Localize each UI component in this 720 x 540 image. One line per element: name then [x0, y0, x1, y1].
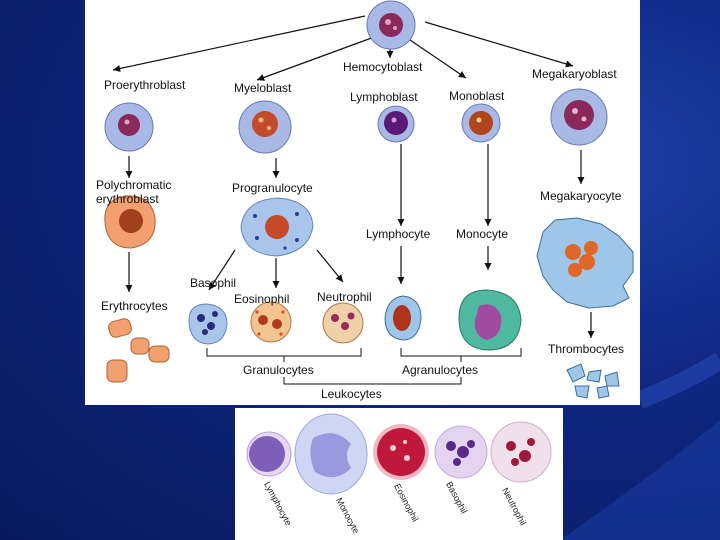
brackets [206, 348, 522, 385]
monocyte-cell [458, 289, 522, 351]
label-thrombocytes: Thrombocytes [548, 342, 625, 356]
megakaryoblast-cell [550, 88, 608, 146]
proerythroblast-cell [104, 102, 154, 152]
label-hemocytoblast: Hemocytoblast [343, 60, 423, 74]
label-agranulocytes: Agranulocytes [402, 363, 479, 377]
label-erythroblast: erythroblast [96, 192, 159, 206]
label-myeloblast: Myeloblast [234, 81, 292, 95]
myeloblast-cell [238, 100, 292, 154]
hematopoiesis-diagram: Hemocytoblast Proerythroblast Myeloblast… [85, 0, 640, 405]
label-polychromatic: Polychromatic [96, 178, 172, 192]
basophil-cell [188, 303, 228, 345]
leukocyte-photos [246, 413, 552, 495]
thrombocytes-cells [566, 363, 620, 399]
neutrophil-cell [322, 302, 364, 344]
diagram-graphics [104, 0, 634, 399]
label-monoblast: Monoblast [449, 89, 505, 103]
leukocyte-photo-panel: Lymphocyte Monocyte Eosinophil Basophil … [235, 408, 563, 540]
label-lymphoblast: Lymphoblast [350, 90, 418, 104]
progranulocyte-cell [240, 197, 314, 257]
label-lymphocyte: Lymphocyte [366, 227, 431, 241]
lymphoblast-cell [377, 105, 415, 143]
arrows [112, 15, 595, 338]
hemocytoblast-cell [366, 0, 416, 50]
label-eosinophil: Eosinophil [234, 292, 290, 306]
label-basophil: Basophil [190, 276, 237, 290]
label-erythrocytes: Erythrocytes [101, 299, 168, 313]
photo-monocyte [294, 413, 368, 495]
label-megakaryoblast: Megakaryoblast [532, 67, 617, 81]
label-proerythroblast: Proerythroblast [104, 78, 186, 92]
photo-basophil [434, 425, 488, 479]
megakaryocyte-cell [536, 217, 634, 309]
label-megakaryocyte: Megakaryocyte [540, 189, 622, 203]
erythrocytes-cells [106, 318, 170, 383]
eosinophil-cell [250, 301, 292, 343]
photo-neutrophil [490, 421, 552, 483]
photo-eosinophil [373, 424, 429, 480]
label-granulocytes: Granulocytes [243, 363, 314, 377]
polychromatic-erythroblast-cell [104, 195, 156, 249]
label-monocyte: Monocyte [456, 227, 509, 241]
label-leukocytes: Leukocytes [321, 387, 382, 401]
lymphocyte-cell [384, 295, 422, 341]
label-neutrophil: Neutrophil [317, 290, 372, 304]
photo-lymphocyte [246, 431, 292, 477]
monoblast-cell [461, 103, 501, 143]
label-progranulocyte: Progranulocyte [232, 181, 313, 195]
